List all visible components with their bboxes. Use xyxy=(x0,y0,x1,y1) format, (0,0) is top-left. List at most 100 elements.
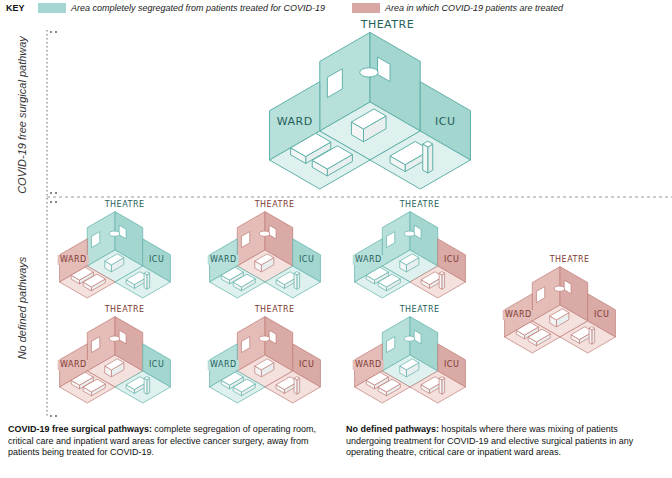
axis-tick xyxy=(55,201,57,203)
axis-tick xyxy=(50,415,52,417)
ward-floor xyxy=(505,321,560,353)
icu-monitor xyxy=(439,377,445,380)
bed xyxy=(312,146,352,169)
icu-floor xyxy=(370,131,470,189)
operating-table xyxy=(400,359,419,370)
ward-floor xyxy=(355,371,410,403)
icu-monitor xyxy=(144,273,147,289)
surgical-lamp xyxy=(109,231,119,236)
icu-monitor xyxy=(147,273,150,289)
ward-floor xyxy=(60,266,115,298)
icu-floor xyxy=(115,371,170,403)
theatre-label: THEATRE xyxy=(398,200,442,210)
theatre-label: THEATRE xyxy=(103,305,147,315)
icu-monitor xyxy=(144,272,150,275)
ward-label: WARD xyxy=(58,255,89,265)
bed xyxy=(83,379,105,392)
wall-monitor xyxy=(119,225,126,239)
icu-monitor xyxy=(423,144,428,173)
legend-text: Area completely segregated from patients… xyxy=(71,4,325,13)
icu-floor xyxy=(410,266,465,298)
bed xyxy=(233,274,255,287)
ward-floor xyxy=(270,131,370,189)
icu-label: ICU xyxy=(442,360,461,370)
icu-monitor xyxy=(297,378,300,394)
ward-label: WARD xyxy=(208,255,239,265)
surgical-lamp xyxy=(259,231,269,236)
icu-monitor xyxy=(147,378,150,394)
icu-monitor xyxy=(294,378,297,394)
ward-label: WARD xyxy=(503,310,534,320)
icu-monitor xyxy=(144,377,150,380)
operating-table xyxy=(255,359,274,370)
theatre-label: THEATRE xyxy=(253,305,297,315)
icu-monitor xyxy=(592,328,595,344)
icu-monitor xyxy=(439,273,442,289)
footnote: No defined pathways:hospitals where ther… xyxy=(346,424,664,459)
icu-monitor xyxy=(589,328,592,344)
axis-tick xyxy=(50,192,52,194)
bed xyxy=(233,379,255,392)
axis-tick xyxy=(55,192,57,194)
wall-monitor xyxy=(414,225,421,239)
operating-table xyxy=(550,309,569,320)
icu-label: ICU xyxy=(592,310,611,320)
ward-floor xyxy=(355,266,410,298)
bed xyxy=(378,274,400,287)
icu-monitor xyxy=(442,273,445,289)
surgical-lamp xyxy=(360,68,379,77)
window xyxy=(386,232,394,248)
theatre-label: THEATRE xyxy=(398,305,442,315)
icu-floor xyxy=(560,321,615,353)
window xyxy=(241,337,249,353)
surgical-lamp xyxy=(109,336,119,341)
wall-monitor xyxy=(269,225,276,239)
operating-table xyxy=(255,254,274,265)
window xyxy=(327,69,342,98)
window xyxy=(536,287,544,303)
surgical-lamp xyxy=(554,286,564,291)
surgical-lamp xyxy=(404,231,414,236)
ward-label: WARD xyxy=(353,360,384,370)
icu-monitor xyxy=(294,273,297,289)
footnote-heading: No defined pathways: xyxy=(346,424,439,434)
wall-monitor xyxy=(414,330,421,344)
icu-monitor xyxy=(439,272,445,275)
theatre-label: THEATRE xyxy=(359,17,416,30)
ward-floor xyxy=(210,266,265,298)
icu-label: ICU xyxy=(147,255,166,265)
axis-label: No defined pathways xyxy=(17,257,28,360)
hospital-drawings xyxy=(60,32,616,403)
icu-label: ICU xyxy=(433,114,457,127)
footnote: COVID-19 free surgical pathways:complete… xyxy=(8,424,326,459)
ward-label: WARD xyxy=(58,360,89,370)
ward-label: WARD xyxy=(353,255,384,265)
icu-monitor xyxy=(144,378,147,394)
icu-monitor xyxy=(439,378,442,394)
axis-tick xyxy=(50,31,52,33)
axis-tick xyxy=(55,31,57,33)
divider-line xyxy=(47,197,672,198)
icu-monitor xyxy=(297,273,300,289)
operating-table xyxy=(105,359,124,370)
theatre-label: THEATRE xyxy=(103,200,147,210)
legend-title: KEY xyxy=(6,4,25,13)
wall-monitor xyxy=(269,330,276,344)
icu-monitor xyxy=(589,327,595,330)
icu-floor xyxy=(265,266,320,298)
icu-label: ICU xyxy=(297,255,316,265)
axis-tick xyxy=(55,415,57,417)
ward-floor xyxy=(210,371,265,403)
axis-tick xyxy=(50,201,52,203)
axis-label: COVID-19 free surgical pathway xyxy=(17,36,28,194)
legend-swatch xyxy=(352,3,380,13)
icu-floor xyxy=(410,371,465,403)
theatre-label: THEATRE xyxy=(548,255,592,265)
hospital xyxy=(270,32,471,189)
footnote-heading: COVID-19 free surgical pathways: xyxy=(8,424,152,434)
icu-label: ICU xyxy=(297,360,316,370)
icu-monitor xyxy=(294,272,300,275)
operating-table xyxy=(105,254,124,265)
operating-table xyxy=(400,254,419,265)
